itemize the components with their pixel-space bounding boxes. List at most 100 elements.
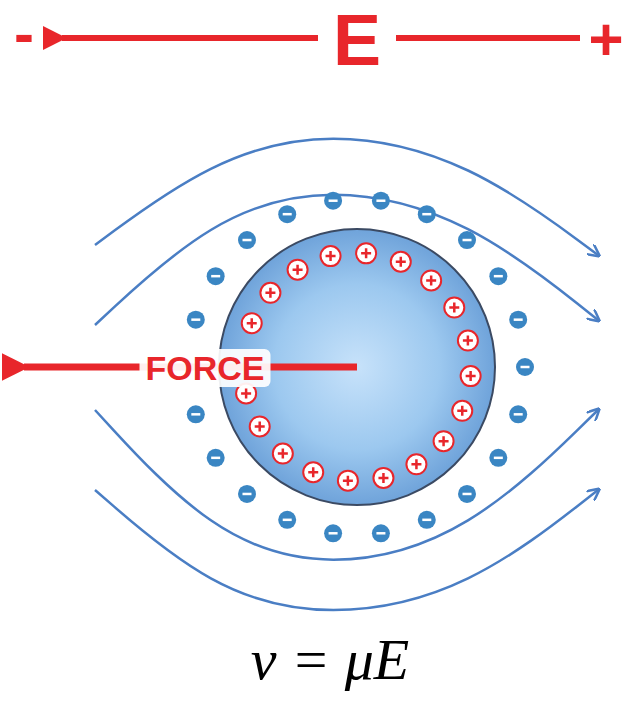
negative-ion bbox=[324, 192, 342, 210]
negative-ion bbox=[509, 405, 527, 423]
plus-symbol bbox=[396, 257, 406, 267]
minus-symbol bbox=[521, 366, 530, 369]
plus-symbol bbox=[308, 467, 318, 477]
minus-symbol bbox=[211, 457, 220, 460]
ion-circle bbox=[418, 205, 436, 223]
ion-circle bbox=[273, 444, 293, 464]
minus-symbol bbox=[283, 519, 292, 522]
minus-symbol bbox=[376, 532, 385, 535]
ion-circle bbox=[278, 205, 296, 223]
ion-circle bbox=[489, 449, 507, 467]
minus-symbol bbox=[191, 318, 200, 321]
ion-circle bbox=[303, 462, 323, 482]
plus-symbol bbox=[457, 406, 467, 416]
positive-ion bbox=[452, 401, 472, 421]
negative-ion bbox=[278, 205, 296, 223]
flow-line bbox=[95, 490, 598, 610]
positive-ion bbox=[242, 313, 262, 333]
field-line bbox=[396, 35, 580, 41]
ion-circle bbox=[372, 524, 390, 542]
field-polarity: + bbox=[588, 10, 623, 70]
plus-symbol bbox=[463, 336, 473, 346]
minus-symbol bbox=[191, 413, 200, 416]
ion-circle bbox=[421, 270, 441, 290]
plus-symbol bbox=[449, 303, 459, 313]
ion-circle bbox=[406, 454, 426, 474]
positive-ion bbox=[444, 298, 464, 318]
ion-circle bbox=[509, 311, 527, 329]
plus-symbol bbox=[255, 421, 265, 431]
field-symbol: E bbox=[333, 4, 381, 76]
ion-circle bbox=[418, 511, 436, 529]
positive-ion bbox=[303, 462, 323, 482]
plus-symbol bbox=[265, 288, 275, 298]
positive-ion bbox=[421, 270, 441, 290]
negative-ion bbox=[516, 358, 534, 376]
ion-circle bbox=[391, 252, 411, 272]
minus-symbol bbox=[242, 239, 251, 242]
minus-symbol bbox=[494, 457, 503, 460]
negative-ion bbox=[509, 311, 527, 329]
ion-circle bbox=[489, 267, 507, 285]
negative-ion bbox=[418, 205, 436, 223]
negative-ion bbox=[207, 267, 225, 285]
ion-circle bbox=[238, 485, 256, 503]
ion-circle bbox=[458, 231, 476, 249]
minus-symbol bbox=[329, 199, 338, 202]
plus-symbol bbox=[278, 449, 288, 459]
ion-circle bbox=[187, 311, 205, 329]
minus-symbol bbox=[463, 493, 472, 496]
minus-symbol bbox=[329, 532, 338, 535]
plus-symbol bbox=[326, 251, 336, 261]
negative-ion bbox=[458, 485, 476, 503]
plus-symbol bbox=[293, 265, 303, 275]
plus-symbol bbox=[426, 275, 436, 285]
minus-symbol bbox=[514, 413, 523, 416]
plus-symbol bbox=[378, 473, 388, 483]
negative-ion bbox=[187, 405, 205, 423]
ion-circle bbox=[187, 405, 205, 423]
ion-circle bbox=[321, 246, 341, 266]
negative-ion bbox=[372, 524, 390, 542]
minus-symbol bbox=[463, 239, 472, 242]
plus-symbol bbox=[241, 388, 251, 398]
minus-symbol bbox=[283, 213, 292, 216]
ion-circle bbox=[250, 416, 270, 436]
negative-ion bbox=[238, 231, 256, 249]
plus-symbol bbox=[343, 476, 353, 486]
ion-circle bbox=[461, 366, 481, 386]
negative-ion bbox=[458, 231, 476, 249]
ion-circle bbox=[324, 524, 342, 542]
ion-circle bbox=[207, 267, 225, 285]
positive-ion bbox=[338, 471, 358, 491]
positive-ion bbox=[321, 246, 341, 266]
minus-symbol bbox=[211, 275, 220, 278]
ion-circle bbox=[434, 431, 454, 451]
positive-ion bbox=[458, 331, 478, 351]
plus-symbol bbox=[411, 459, 421, 469]
plus-symbol bbox=[247, 318, 257, 328]
force-label: FORCE bbox=[140, 349, 271, 387]
ion-circle bbox=[356, 243, 376, 263]
positive-ion bbox=[406, 454, 426, 474]
ion-circle bbox=[242, 313, 262, 333]
negative-ion bbox=[418, 511, 436, 529]
field-arrow bbox=[62, 35, 318, 41]
ion-circle bbox=[444, 298, 464, 318]
ion-circle bbox=[373, 468, 393, 488]
minus-symbol bbox=[494, 275, 503, 278]
minus-symbol bbox=[422, 213, 431, 216]
plus-symbol bbox=[439, 436, 449, 446]
ion-circle bbox=[278, 511, 296, 529]
ion-circle bbox=[324, 192, 342, 210]
positive-ion bbox=[434, 431, 454, 451]
ion-circle bbox=[288, 260, 308, 280]
ion-circle bbox=[516, 358, 534, 376]
plus-symbol bbox=[361, 248, 371, 258]
ion-circle bbox=[372, 192, 390, 210]
minus-symbol bbox=[376, 199, 385, 202]
ion-circle bbox=[509, 405, 527, 423]
